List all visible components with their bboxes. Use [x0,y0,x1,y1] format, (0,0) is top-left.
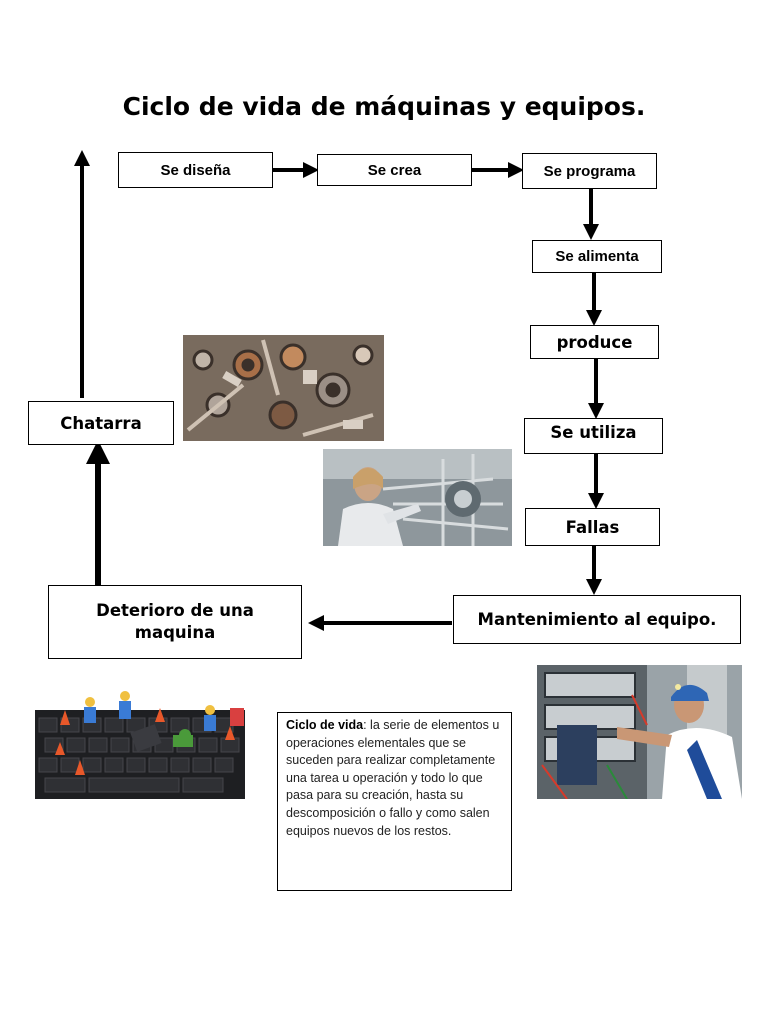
definition-text: : la serie de elementos u operaciones el… [286,718,500,838]
definition-term: Ciclo de vida [286,718,364,732]
scrap-metal-photo [183,335,384,441]
step-se-utiliza: Se utiliza [524,418,663,454]
step-fallas: Fallas [525,508,660,546]
page-title: Ciclo de vida de máquinas y equipos. [122,92,646,121]
step-se-crea: Se crea [317,154,472,186]
step-se-alimenta: Se alimenta [532,240,662,273]
step-se-disena: Se diseña [118,152,273,188]
step-deterioro: Deterioro de una maquina [48,585,302,659]
step-produce: produce [530,325,659,359]
step-se-programa: Se programa [522,153,657,189]
electrician-photo [537,665,742,799]
step-chatarra: Chatarra [28,401,174,445]
keyboard-workers-photo [35,680,245,799]
definition-box: Ciclo de vida: la serie de elementos u o… [277,712,512,891]
step-mantenimiento: Mantenimiento al equipo. [453,595,741,644]
lab-worker-photo [323,449,512,546]
